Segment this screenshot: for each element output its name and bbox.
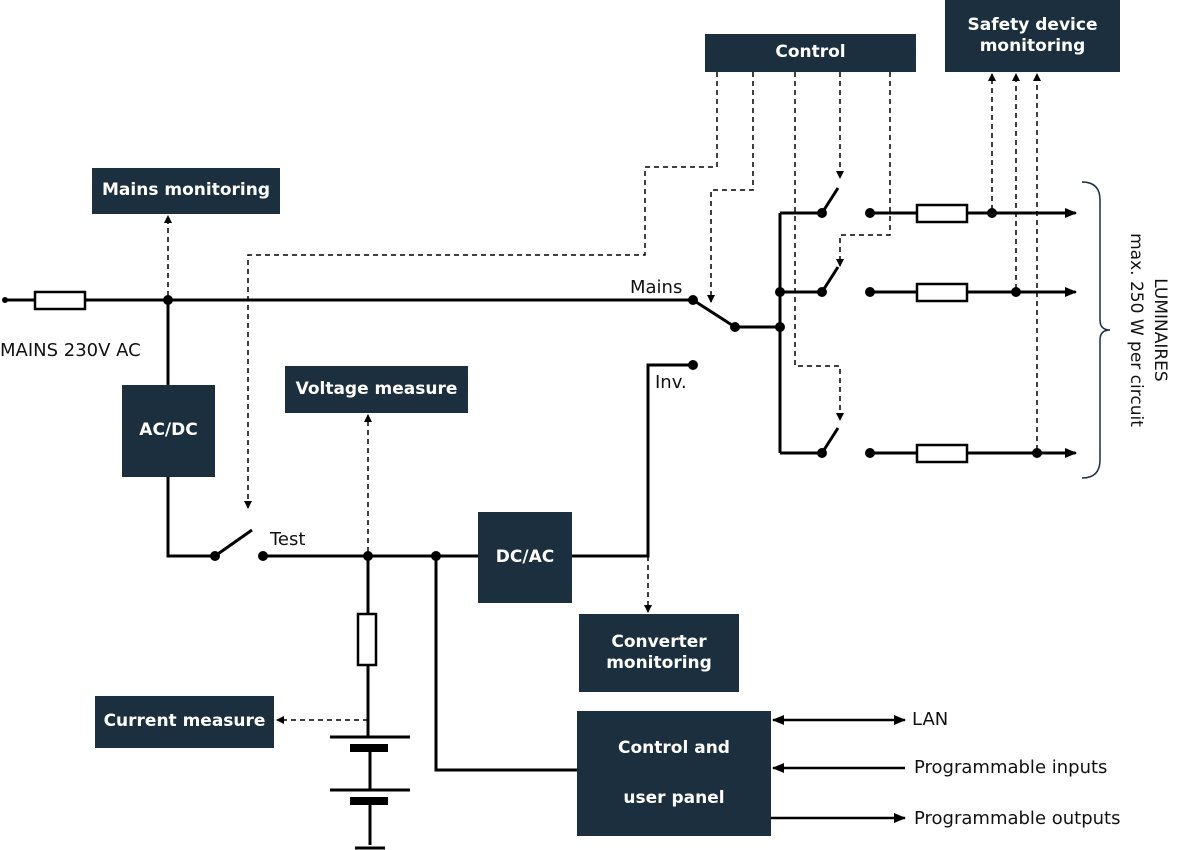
control-user-panel-box: Control and user panel	[577, 711, 771, 836]
acdc-box: AC/DC	[122, 385, 215, 477]
programmable-inputs-label: Programmable inputs	[914, 757, 1108, 778]
inverter-label: Inv.	[655, 372, 687, 393]
control-panel-line2: user panel	[623, 787, 725, 808]
voltage-measure-box: Voltage measure	[285, 366, 468, 413]
programmable-outputs-label: Programmable outputs	[914, 808, 1121, 829]
mains-label: Mains	[630, 277, 683, 298]
control-panel-line1: Control and	[618, 738, 730, 759]
current-measure-box: Current measure	[95, 696, 274, 748]
output-arrows	[771, 208, 1077, 823]
mains-monitoring-box: Mains monitoring	[92, 168, 280, 214]
converter-monitoring-box: Converter monitoring	[579, 614, 739, 692]
luminaires-title: LUMINAIRES	[1150, 278, 1170, 382]
power-lines	[5, 187, 1075, 850]
luminaires-note: max. 250 W per circuit	[1126, 233, 1146, 427]
signal-lines	[164, 72, 1041, 724]
mains-input-label: MAINS 230V AC	[0, 340, 141, 361]
luminaires-brace	[1081, 181, 1111, 479]
safety-device-monitoring-box: Safety device monitoring	[945, 0, 1120, 72]
test-label: Test	[270, 529, 306, 550]
dcac-box: DC/AC	[478, 512, 572, 603]
luminaires-label: LUMINAIRES max. 250 W per circuit	[1124, 233, 1172, 427]
junction-dots	[2, 208, 1042, 561]
lan-label: LAN	[912, 709, 949, 730]
control-box: Control	[705, 34, 916, 72]
